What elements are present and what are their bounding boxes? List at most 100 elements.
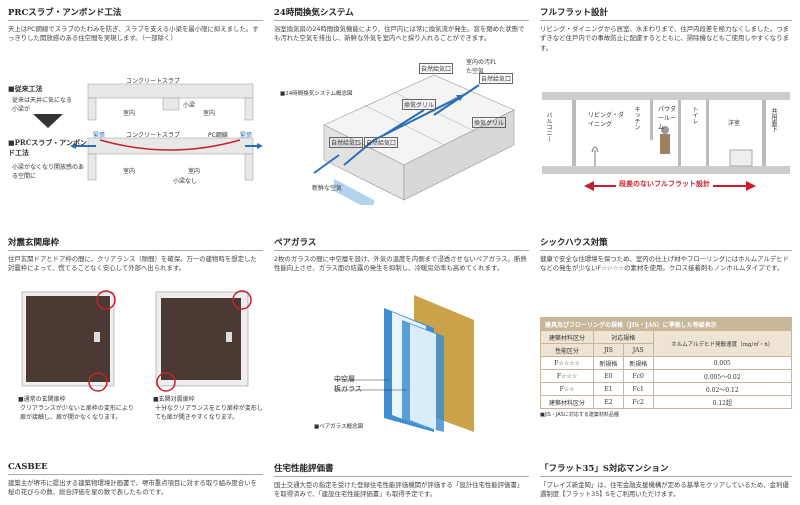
cell: 0.005〜0.02 <box>652 369 793 383</box>
section-body: 天上はPC鋼線でスラブのたわみを防ぎ、スラブを支える小梁を最小限に抑えました。す… <box>8 25 259 43</box>
cell: E1 <box>593 382 624 396</box>
room-label: 室内 <box>123 168 136 175</box>
natural-inlet-label: 自然給気口 <box>419 63 454 74</box>
room-label: 室内 <box>203 110 216 117</box>
section-title: 住宅性能評価書 <box>274 462 529 477</box>
cell: F☆☆ <box>539 382 595 396</box>
prc-slab-diagram: コンクリートスラブ 室内 小梁 室内 コンクリートスラブ PC鋼線 緊張 緊張 … <box>8 70 263 190</box>
section-body: 浴室換気扇の24時間換気機能により、住戸内には常に換気流が発生。窓を閉めた状態で… <box>274 25 525 43</box>
section-body: 2枚のガラスの間に中空層を設け、外気の温度を内側まで浸透させないペアガラス。断熱… <box>274 255 527 273</box>
fullflat-banner: 段差のないフルフラット設計 <box>616 179 713 189</box>
conventional-title: ■従来工法 <box>8 84 43 93</box>
prc-title: ■PRCスラブ・アンボンド工法 <box>8 138 87 157</box>
door-caption-desc: クリアランスが少ないと扉枠の変形により扉が接触し、扉が開かなくなります。 <box>20 405 134 421</box>
glass-pane-label: 板ガラス <box>334 385 362 393</box>
section-title: 24時間換気システム <box>274 6 529 21</box>
room-label: 室内 <box>123 110 136 117</box>
room-label: バルコニー <box>545 112 552 142</box>
col-header: JIS <box>593 343 624 357</box>
glass-diagram: 中空層 板ガラス ■ペアガラス概念図 <box>274 290 529 432</box>
small-beam-label: 小梁 <box>183 102 196 109</box>
prc-desc: 小梁がなくなり開放感のある空間に <box>12 164 85 180</box>
pc-wire-label: PC鋼線 <box>208 132 228 139</box>
col-header: ホルムアルデヒド発散速度（mg/㎡・h） <box>652 330 793 357</box>
section-body: 住戸玄関ドアとドア枠の間に、クリアランス（隙間）を確保。万一の建物時を想定した対… <box>8 255 257 273</box>
section-ventilation: 24時間換気システム 浴室換気扇の24時間換気機能により、住戸内には常に換気流が… <box>274 6 529 44</box>
no-beam-label: 小梁なし <box>173 178 198 185</box>
section-title: フルフラット設計 <box>540 6 792 21</box>
cell: F☆☆☆ <box>539 369 595 383</box>
section-title: シックハウス対策 <box>540 236 792 251</box>
section-title: PRCスラブ・アンボンド工法 <box>8 6 263 21</box>
prc-slab-drawing <box>33 83 263 181</box>
table-row: 建築材料区分 E2 Fc2 0.12超 <box>539 395 793 409</box>
vent-grill-label: 換気グリル <box>402 99 437 110</box>
glass-caption: ■ペアガラス概念図 <box>314 424 364 430</box>
air-layer-label: 中空層 <box>334 375 355 383</box>
section-title: 対震玄関扉枠 <box>8 236 263 251</box>
section-pair-glass: ペアガラス 2枚のガラスの間に中空層を設け、外気の温度を内側まで浸透させないペア… <box>274 236 529 274</box>
section-body: 「プレイズ新金岡」は、住宅金融支援機構が定める基準をクリアしているため、金利優遇… <box>540 481 789 499</box>
cell: Fc0 <box>622 369 654 383</box>
cell: Fc2 <box>622 395 654 409</box>
natural-inlet-label: 自然給気口 <box>329 137 364 148</box>
cell: E2 <box>593 395 624 409</box>
room-label: 室内 <box>188 168 201 175</box>
table-row: F☆☆☆☆ 新規格 新規格 0.005 <box>539 356 793 370</box>
room-label: 洋室 <box>728 120 741 127</box>
table-note: ■JIS・JASに対応する建築材料品種 <box>540 412 619 418</box>
room-label: リビング・ダイニング <box>588 112 625 128</box>
fullflat-diagram: バルコニー リビング・ダイニング キッチン パウダールーム トイレ 洋室 共用廊… <box>540 90 792 198</box>
section-casbee: CASBEE 建築主が堺市に提出する建築物環境計画書で、堺市重点項目に対する取り… <box>8 462 263 498</box>
section-drawing <box>542 92 790 191</box>
col-header: 性能区分 <box>539 343 595 357</box>
grade-table: 建具及びフローリングの規格（JIS・JAS）に準拠した等級表示 建築材料区分 対… <box>539 317 793 409</box>
cell: 0.02〜0.12 <box>652 382 793 396</box>
natural-inlet-label: 自然給気口 <box>364 137 399 148</box>
glass-drawing <box>334 295 474 432</box>
section-title: 「フラット35」S対応マンション <box>540 462 792 477</box>
col-header: 対応規格 <box>593 330 654 344</box>
conventional-desc: 従来は天井に気になる小梁が <box>12 97 73 113</box>
vent-grill-label: 換気グリル <box>472 117 507 128</box>
slab-prc-label: コンクリートスラブ <box>126 132 181 139</box>
section-door-frame: 対震玄関扉枠 住戸玄関ドアとドア枠の間に、クリアランス（隙間）を確保。万一の建物… <box>8 236 263 274</box>
section-body: 建築主が堺市に提出する建築物環境計画書で、堺市重点項目に対する取り組み度合いを桜… <box>8 479 257 497</box>
room-label: 共用廊下 <box>770 108 777 132</box>
natural-inlet-label: 自然給気口 <box>479 73 514 84</box>
tension-label: 緊張 <box>240 132 253 139</box>
room-label: トイレ <box>691 106 698 124</box>
cell: F☆☆☆☆ <box>539 356 595 370</box>
section-body: リビング・ダイニングから居室、水まわりまで、住戸内段差を極力なくしました。つまず… <box>540 25 789 52</box>
tension-label: 緊張 <box>93 132 106 139</box>
dirty-air-label: 室内の汚れた空気 <box>466 59 497 75</box>
cell: 新規格 <box>622 356 654 370</box>
cell: 0.005 <box>652 356 793 370</box>
formaldehyde-table: 建具及びフローリングの規格（JIS・JAS）に準拠した等級表示 建築材料区分 対… <box>539 317 793 418</box>
door-caption-title: ■玄関対震扉枠 <box>153 396 195 403</box>
fresh-air-label: 新鮮な空気 <box>312 185 343 192</box>
cell: 新規格 <box>593 356 624 370</box>
section-flat35: 「フラット35」S対応マンション 「プレイズ新金岡」は、住宅金融支援機構が定める… <box>540 462 792 500</box>
door-caption-title: ■通常の玄関扉枠 <box>18 396 66 403</box>
ventilation-diagram: ■24時間換気システム概念図 自然給気口 自然給気口 室内の汚れた空気 換気グリ… <box>274 55 529 213</box>
col-header: 建築材料区分 <box>539 330 595 344</box>
section-body: 国土交通大臣の指定を受けた登録住宅性能評価機関が評価する「設計住宅性能評価書」を… <box>274 481 524 499</box>
col-header: JAS <box>622 343 654 357</box>
section-title: CASBEE <box>8 462 263 475</box>
door-diagram: ■通常の玄関扉枠 クリアランスが少ないと扉枠の変形により扉が接触し、扉が開かなく… <box>8 290 263 428</box>
cell: 建築材料区分 <box>539 395 595 409</box>
section-performance: 住宅性能評価書 国土交通大臣の指定を受けた登録住宅性能評価機関が評価する「設計住… <box>274 462 529 500</box>
table-row: F☆☆ E1 Fc1 0.02〜0.12 <box>539 382 793 396</box>
cell: E0 <box>593 369 624 383</box>
room-label: キッチン <box>633 106 640 130</box>
door-drawing <box>21 290 252 392</box>
cell: 0.12超 <box>652 395 793 409</box>
section-body: 健康で安全な住環境を保つため、室内の仕上げ材やフローリングにはホルムアルデヒドな… <box>540 255 790 273</box>
section-title: ペアガラス <box>274 236 529 251</box>
section-sick-house: シックハウス対策 健康で安全な住環境を保つため、室内の仕上げ材やフローリングには… <box>540 236 792 274</box>
room-label: パウダールーム <box>658 106 677 131</box>
section-prc-slab: PRCスラブ・アンボンド工法 天上はPC鋼線でスラブのたわみを防ぎ、スラブを支え… <box>8 6 263 44</box>
table-title: 建具及びフローリングの規格（JIS・JAS）に準拠した等級表示 <box>540 317 792 331</box>
vent-caption: ■24時間換気システム概念図 <box>280 91 353 97</box>
